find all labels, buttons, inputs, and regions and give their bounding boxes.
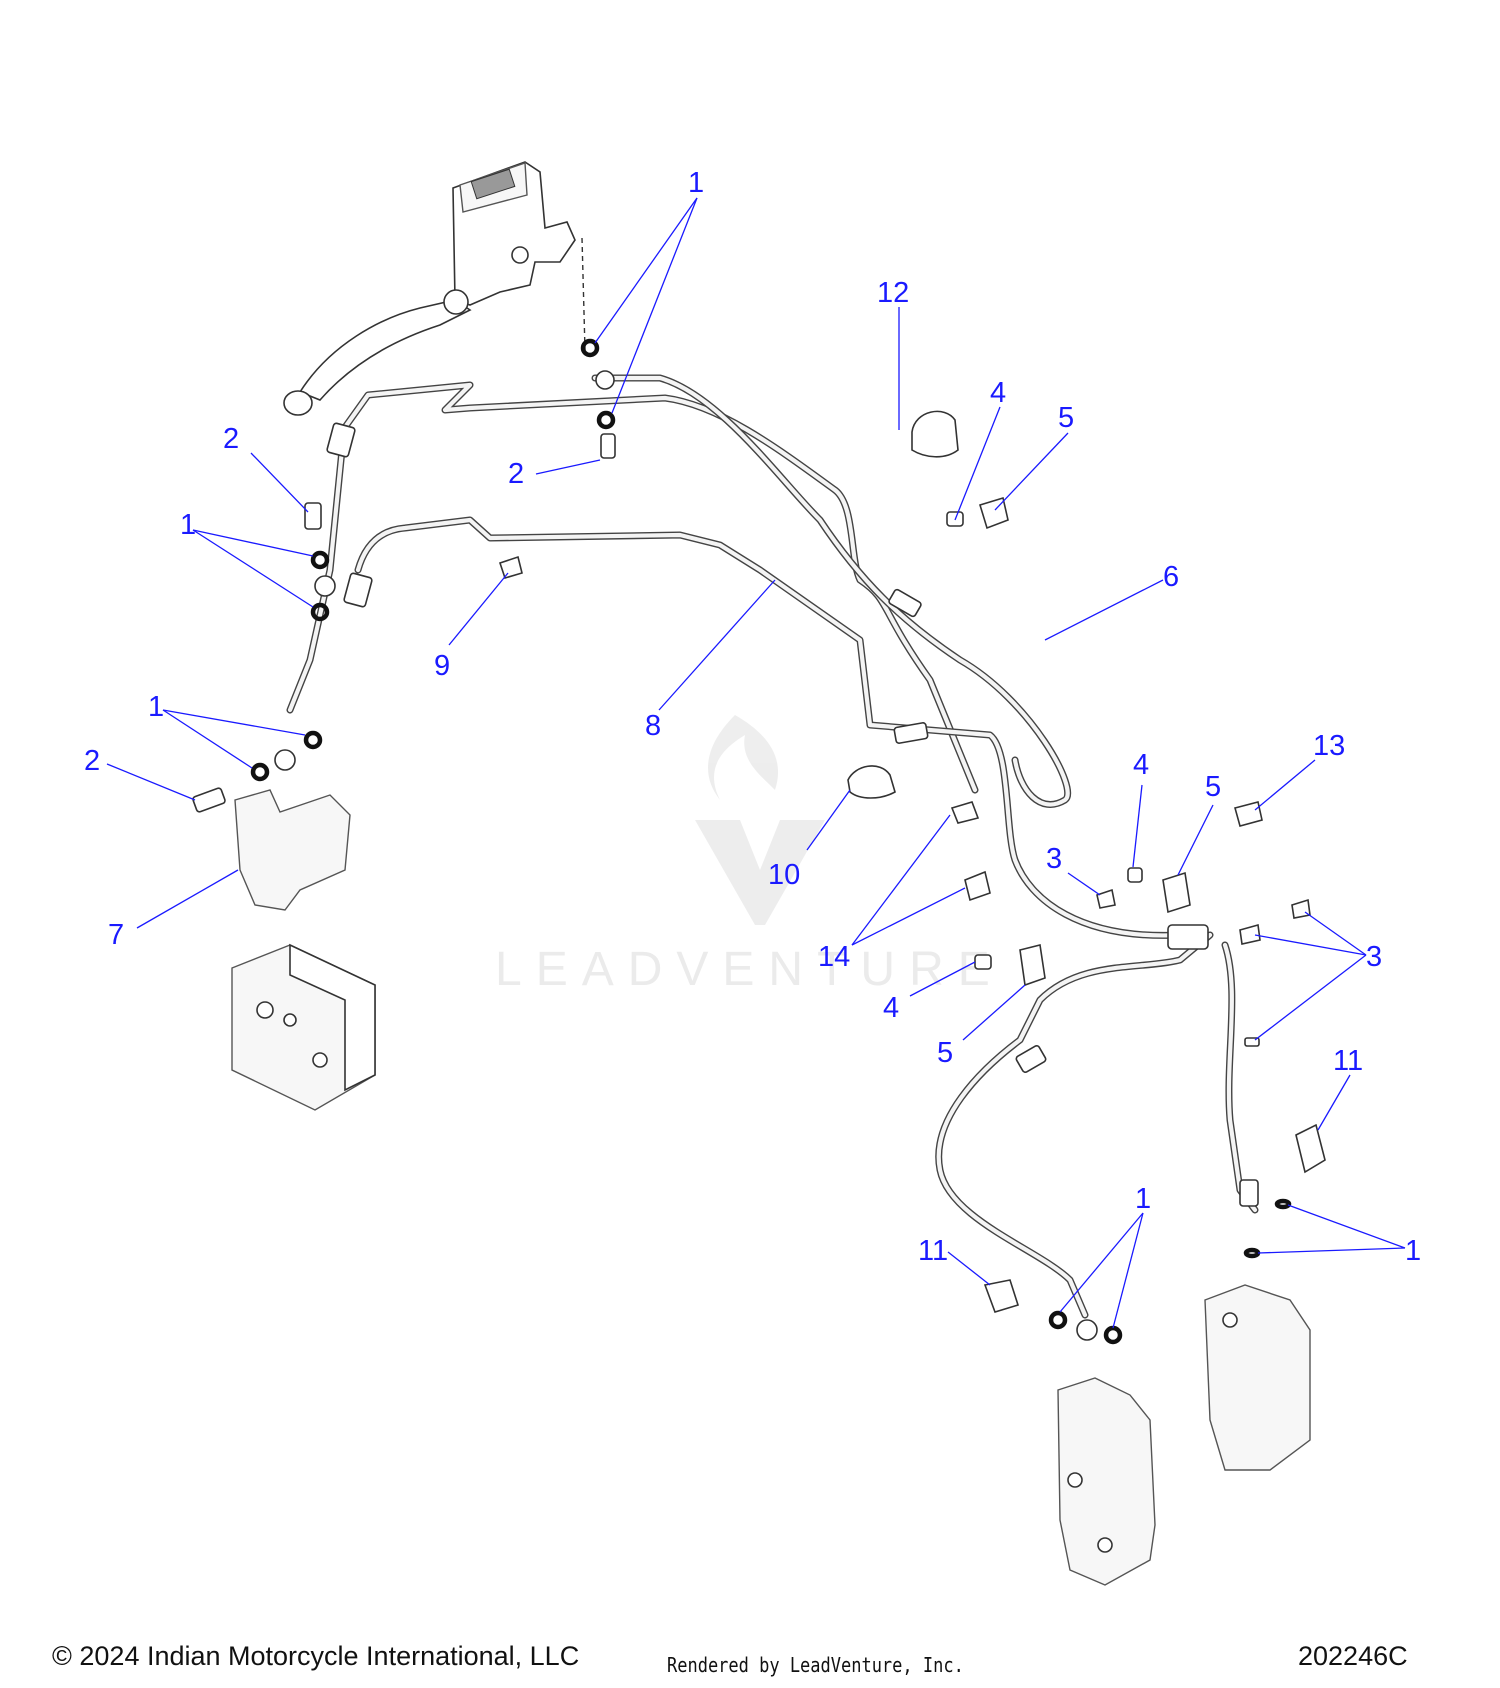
callout-12: 12 — [877, 277, 909, 309]
watermark-v-icon — [695, 820, 825, 925]
brake-lines — [286, 374, 1259, 1319]
callout-4: 4 — [990, 377, 1006, 409]
bracket-5-icon — [1162, 871, 1191, 914]
diagram-code: 202246C — [1298, 1641, 1408, 1671]
abs-assembly — [231, 789, 376, 1111]
o-ring-icon — [310, 550, 330, 570]
clip-9-icon — [498, 555, 523, 579]
callout-2: 2 — [223, 423, 239, 455]
callout-2: 2 — [508, 458, 524, 490]
abs-bracket-7 — [234, 789, 351, 911]
watermark-text: LEADVENTURE — [495, 943, 1004, 996]
callout-1: 1 — [148, 691, 164, 723]
clamp-12-icon — [911, 410, 959, 458]
screw-4-icon — [1127, 867, 1143, 883]
master-cylinder — [283, 161, 586, 416]
callout-14: 14 — [818, 941, 850, 973]
o-ring-icon — [1103, 1325, 1123, 1345]
o-rings — [250, 338, 1292, 1345]
sensor-11-icon — [983, 1279, 1020, 1313]
banjo-bolt-icon — [304, 502, 322, 530]
screw-4-icon — [974, 954, 992, 970]
banjo-bolts — [192, 370, 1098, 1341]
o-ring-icon — [1048, 1310, 1068, 1330]
sensor-11-icon — [1295, 1123, 1326, 1174]
copyright-text: © 2024 Indian Motorcycle International, … — [52, 1641, 580, 1671]
callout-5: 5 — [937, 1037, 953, 1069]
callout-3: 3 — [1366, 941, 1382, 973]
banjo-bolt-icon — [600, 433, 616, 459]
callouts: 1 12 4 5 2 2 1 6 9 8 1 2 4 5 13 10 3 7 1… — [84, 167, 1421, 1267]
callout-6: 6 — [1163, 561, 1179, 593]
callout-3: 3 — [1046, 843, 1062, 875]
calipers — [1057, 1284, 1311, 1586]
leader-lines — [106, 197, 1406, 1329]
callout-1: 1 — [1135, 1183, 1151, 1215]
callout-10: 10 — [768, 859, 800, 891]
clip-14-icon — [950, 801, 980, 824]
callout-5: 5 — [1058, 402, 1074, 434]
small-parts — [498, 410, 1326, 1313]
clip-3-icon — [1239, 923, 1261, 945]
callout-4: 4 — [883, 992, 899, 1024]
callout-4: 4 — [1133, 749, 1149, 781]
clip-14-icon — [964, 870, 991, 902]
watermark: LEADVENTURE — [495, 715, 1004, 996]
clamp-10-icon — [847, 765, 896, 799]
callout-8: 8 — [645, 710, 661, 742]
callout-1: 1 — [1405, 1235, 1421, 1267]
banjo-bolt-icon — [192, 787, 226, 813]
o-ring-icon — [1243, 1247, 1261, 1259]
callout-5: 5 — [1205, 771, 1221, 803]
callout-9: 9 — [434, 650, 450, 682]
o-ring-icon — [303, 730, 323, 750]
watermark-flame-icon — [708, 715, 779, 800]
o-ring-icon — [310, 602, 330, 622]
callout-1: 1 — [180, 509, 196, 541]
callout-2: 2 — [84, 745, 100, 777]
o-ring-icon — [596, 410, 616, 430]
bracket-5-icon — [979, 496, 1009, 530]
caliper-right — [1204, 1284, 1311, 1471]
callout-13: 13 — [1313, 730, 1345, 762]
clip-3-icon — [1096, 888, 1116, 909]
o-ring-icon — [1274, 1198, 1292, 1210]
o-ring-icon — [250, 762, 270, 782]
caliper-left — [1057, 1377, 1156, 1586]
bracket-5-icon — [1019, 944, 1046, 987]
o-ring-icon — [580, 338, 600, 358]
callout-11: 11 — [918, 1235, 948, 1267]
bracket-13-icon — [1234, 801, 1263, 827]
callout-7: 7 — [108, 919, 124, 951]
callout-11: 11 — [1333, 1045, 1363, 1077]
rendered-by-text: Rendered by LeadVenture, Inc. — [667, 1653, 964, 1677]
callout-1: 1 — [688, 167, 704, 199]
clip-3-icon — [1291, 898, 1311, 919]
